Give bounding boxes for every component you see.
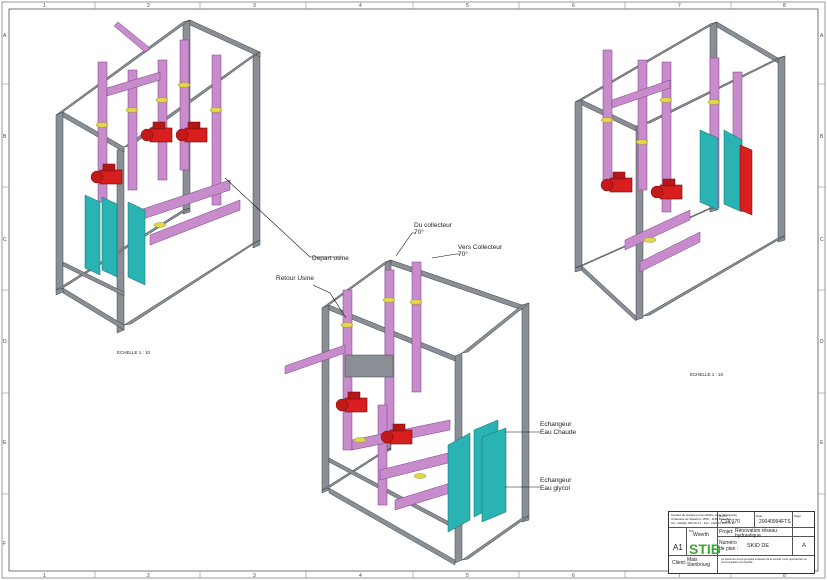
col-label-4: 4 (359, 3, 362, 9)
column-markers (94, 2, 732, 578)
callout-vers-collecteur-line2: 70° (458, 250, 468, 258)
col-label-5: 5 (466, 3, 469, 9)
client-value-line1: Mais (687, 557, 698, 563)
row-label-a-right: A (820, 33, 824, 39)
row-label-a: A (3, 33, 7, 39)
col-label-6-bottom: 6 (572, 573, 575, 579)
row-label-c: C (3, 237, 7, 243)
col-label-6: 6 (572, 3, 575, 9)
par-label: Par (689, 529, 694, 533)
callout-echangeur-chaude-line2: Eau Chaude (540, 429, 577, 436)
col-label-4-bottom: 4 (359, 573, 362, 579)
col-label-2-bottom: 2 (147, 573, 150, 579)
sheet-format: A1 (673, 543, 683, 552)
callout-echangeur-chaude-line1: Echangeur (540, 421, 572, 428)
legal-note: Ce document est la propriété exclusive d… (721, 558, 807, 564)
company-line-1: Société de Gérance Immobilière et de l'E… (671, 513, 738, 517)
row-label-e-right: E (820, 440, 824, 446)
client-label: Client: (672, 560, 687, 566)
callout-echangeur-glycol-line1: Echangeur (540, 477, 572, 484)
callout-echangeur-glycol-line2: Eau glycol (540, 485, 571, 492)
projet-label: Projet: (719, 529, 734, 535)
callout-retour-usine: Retour Usine (276, 275, 314, 282)
row-label-e: E (3, 440, 7, 446)
col-label-2: 2 (147, 3, 150, 9)
numero-label-line1: Numéro (719, 540, 737, 546)
callout-vers-collecteur-line1: Vers Collecteur (458, 244, 503, 251)
callout-depart-usine: Depart usine (312, 255, 349, 262)
col-label-8-bottom: 8 (783, 573, 786, 579)
row-label-b-right: B (820, 134, 824, 140)
date-value: 20040994FTS (759, 519, 791, 525)
leader-lines (224, 177, 540, 488)
numero-value: SKID DE (747, 543, 770, 549)
client-value-line2: Stenbourg (687, 562, 711, 568)
callout-du-collecteur-line1: Du collecteur (414, 222, 453, 229)
company-line-3: Tel: +32(0)2 345 00 47 - Fax: +32(0)2 34… (671, 521, 735, 525)
col-label-1-bottom: 1 (43, 573, 46, 579)
col-label-7-bottom: 7 (678, 573, 681, 579)
row-label-d-right: D (820, 339, 824, 345)
row-label-f: F (3, 541, 6, 547)
row-label-c-right: C (820, 237, 824, 243)
projet-value-line2: hydraulique (735, 533, 761, 539)
col-label-3: 3 (253, 3, 256, 9)
row-label-b: B (3, 134, 7, 140)
par-value: Woerth (693, 532, 710, 538)
skid-view-right (574, 21, 786, 322)
stib-logo: STIB (689, 541, 721, 557)
col-label-3-bottom: 3 (253, 573, 256, 579)
company-line-2: Chaussée de Waterloo 1505 - 1180 Bruxell… (671, 517, 732, 521)
col-label-5-bottom: 5 (466, 573, 469, 579)
title-block: Société de Gérance Immobilière et de l'E… (668, 511, 815, 574)
skid-view-center (284, 259, 530, 566)
col-label-1: 1 (43, 3, 46, 9)
ref-label: Ref N° (719, 514, 728, 518)
date-label: Date (756, 514, 763, 518)
ref-value: C14.070 (721, 519, 740, 525)
page-label: Page (794, 514, 802, 518)
row-markers (2, 83, 825, 495)
scale-label-left: ECHELLE 1 : 10 (117, 350, 151, 355)
skid-view-left (55, 19, 261, 334)
pump-icon (140, 121, 173, 143)
numero-label-line2: de plan : (719, 546, 739, 552)
callout-du-collecteur-line2: 70° (414, 228, 424, 236)
col-label-8: 8 (783, 3, 786, 9)
projet-value-line1: Rénovation réseau (735, 528, 777, 534)
revision: A (802, 543, 807, 549)
row-label-d: D (3, 339, 7, 345)
scale-label-right: ECHELLE 1 : 10 (690, 372, 724, 377)
col-label-7: 7 (678, 3, 681, 9)
